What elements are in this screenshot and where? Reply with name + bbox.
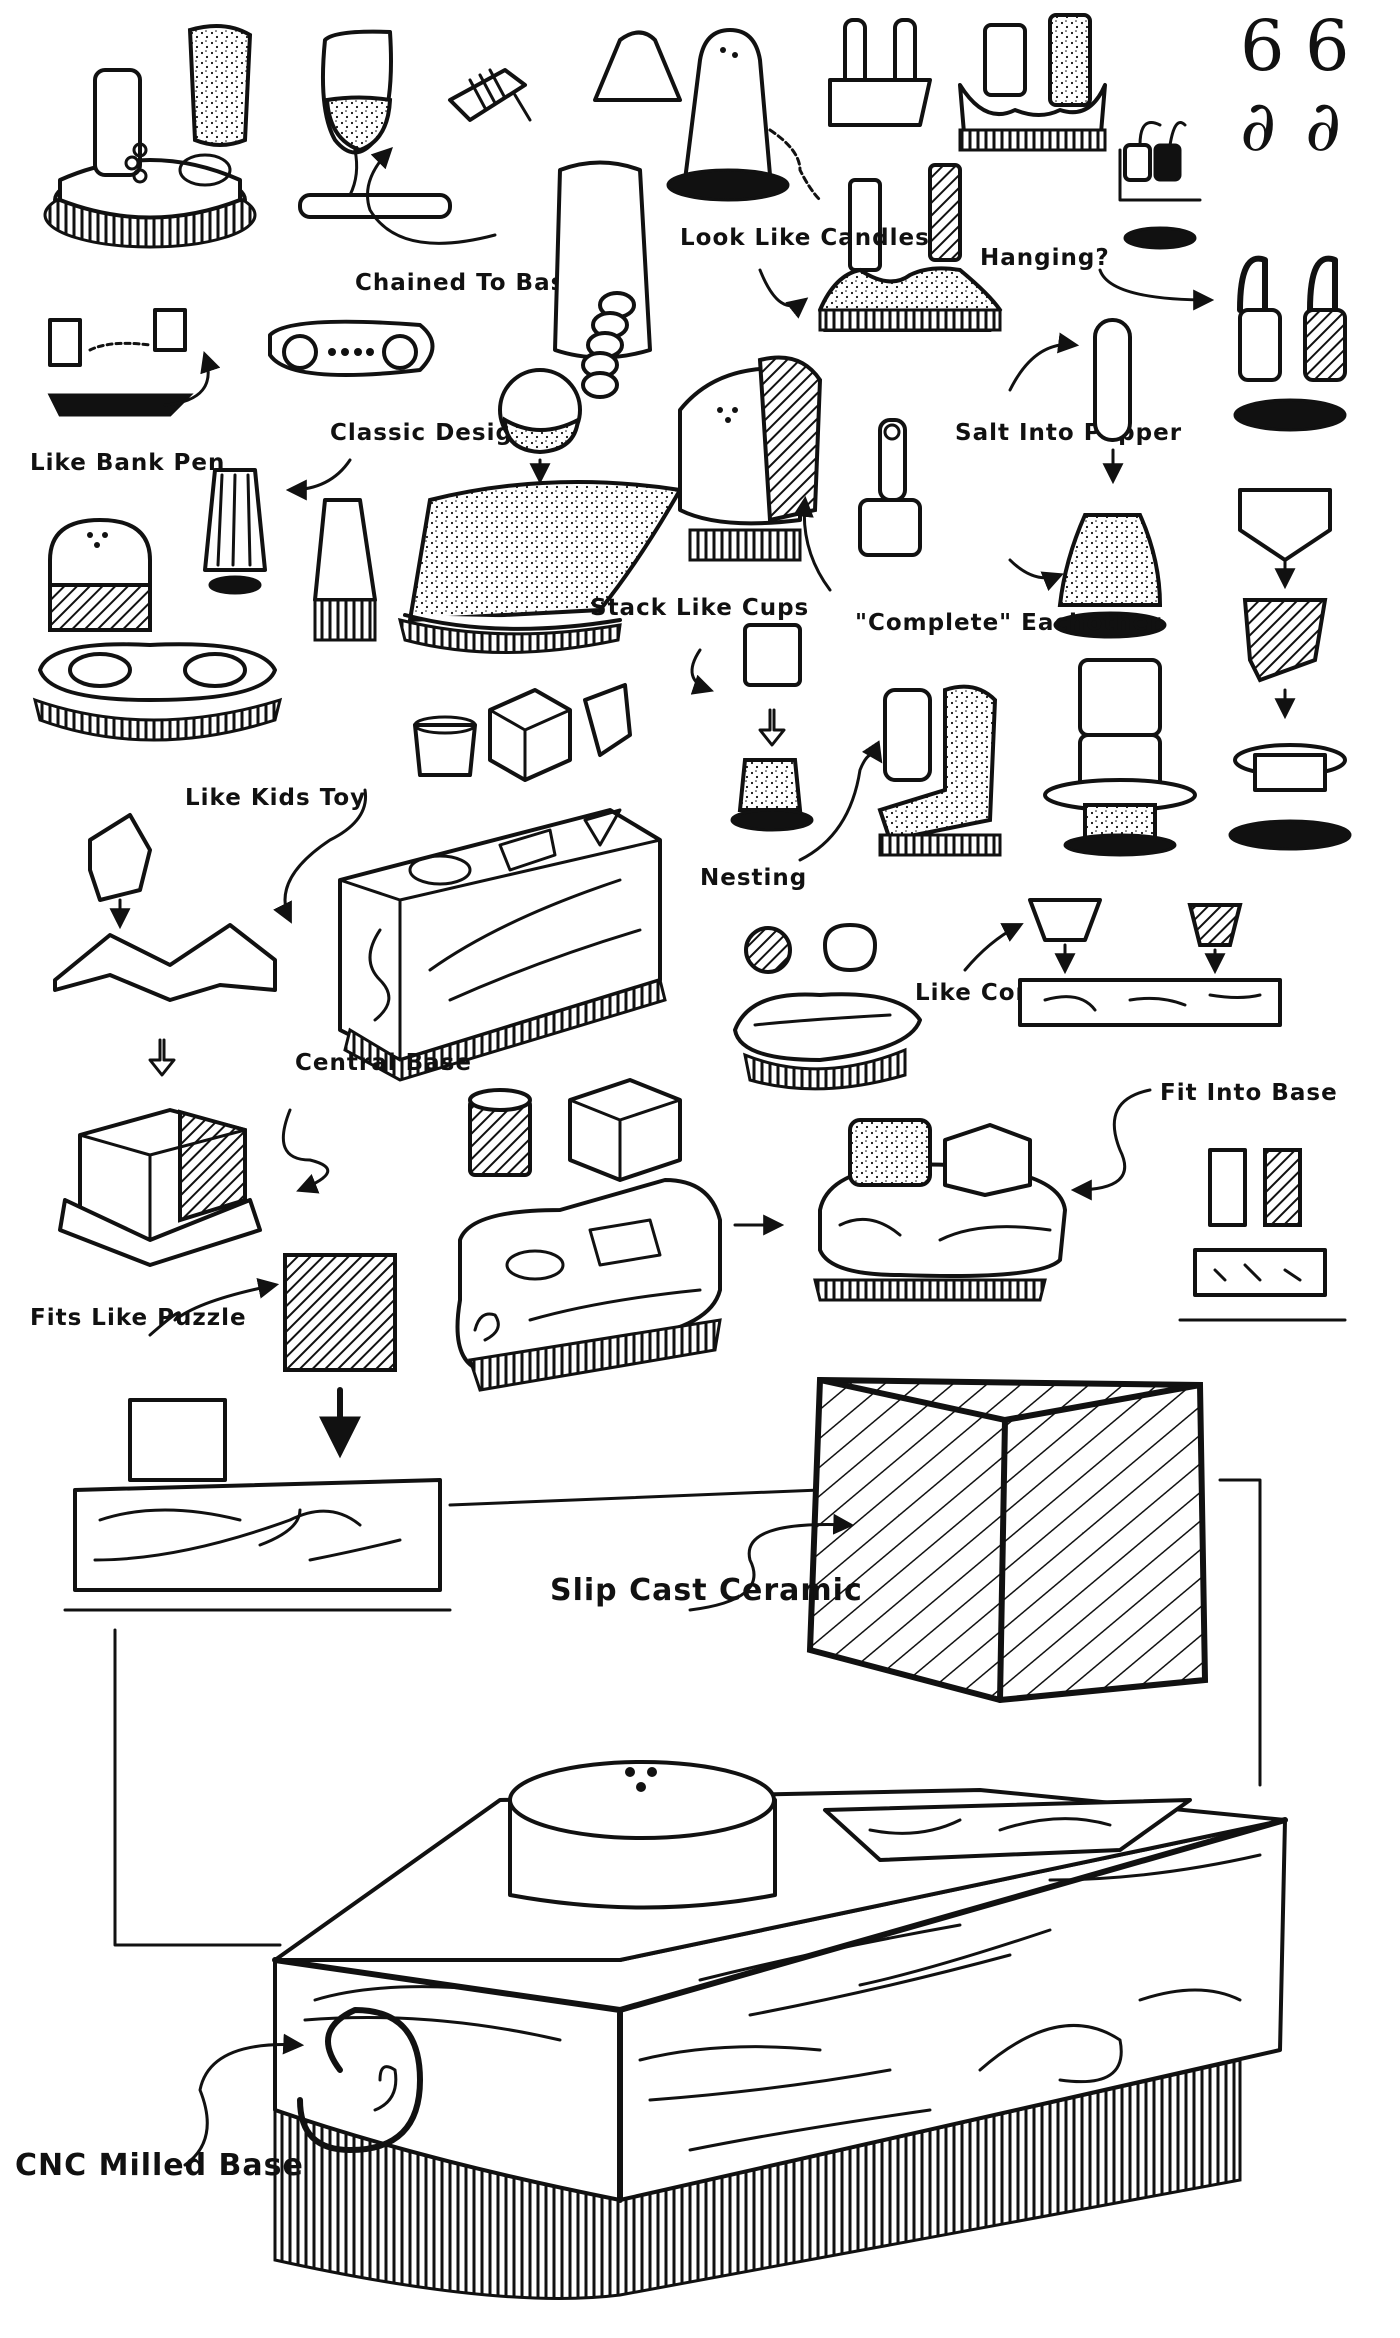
connector-lines bbox=[113, 1478, 1262, 1947]
key-shaker-sketch bbox=[858, 418, 922, 557]
slip-cast-ceramic-label: Slip Cast Ceramic bbox=[550, 1513, 863, 1612]
kids-toy-shape-sorter-sketch bbox=[338, 808, 667, 1082]
large-bowl-base-sketch bbox=[397, 480, 684, 654]
nesting-shakers-sketch bbox=[877, 684, 1002, 857]
oval-tray-sketch bbox=[268, 319, 435, 377]
cylinder-and-cube-sketch bbox=[468, 1078, 682, 1182]
hanging-label: Hanging? bbox=[980, 245, 1215, 311]
oval-two-cup-tray-sketch bbox=[32, 642, 283, 742]
look-like-candles-label: Look Like Candles bbox=[680, 225, 930, 319]
puzzle-piece-shaker-sketch bbox=[283, 1253, 397, 1459]
svg-text:Chained To Base: Chained To Base bbox=[355, 270, 582, 296]
chained-glass-sketch bbox=[298, 29, 452, 219]
chained-shakers-on-plate-sketch bbox=[43, 24, 257, 249]
log-base-with-slots-sketch bbox=[455, 1178, 722, 1392]
complete-eachother-label: "Complete" Eachother bbox=[792, 495, 1162, 636]
svg-text:∂: ∂ bbox=[1240, 85, 1276, 167]
svg-text:Central Base: Central Base bbox=[295, 1050, 472, 1076]
svg-text:Salt Into Pepper: Salt Into Pepper bbox=[955, 420, 1182, 446]
capsule-shaker-sketch bbox=[1093, 318, 1132, 485]
svg-text:Classic Design: Classic Design bbox=[330, 420, 530, 446]
nesting-label: Nesting bbox=[700, 740, 883, 891]
svg-text:Like Kids Toy: Like Kids Toy bbox=[185, 785, 366, 811]
svg-text:Fit Into Base: Fit Into Base bbox=[1160, 1080, 1338, 1106]
interlocking-shakers-sketch bbox=[678, 355, 823, 562]
roller-stamp-sketch bbox=[448, 68, 532, 122]
fits-like-puzzle-label: Fits Like Puzzle bbox=[30, 1278, 280, 1337]
svg-text:6: 6 bbox=[1240, 5, 1285, 87]
candle-shakers-sketch bbox=[817, 163, 1003, 332]
puzzle-base-sketch bbox=[63, 1398, 452, 1612]
fit-into-base-diagram bbox=[1178, 1148, 1347, 1322]
svg-text:Fits Like Puzzle: Fits Like Puzzle bbox=[30, 1305, 247, 1331]
tall-glass-with-beads-sketch bbox=[553, 160, 652, 399]
central-base-label: Central Base bbox=[281, 1050, 472, 1194]
svg-text:∂: ∂ bbox=[1305, 85, 1341, 167]
hanging-shakers-sketch bbox=[1233, 255, 1347, 432]
classic-tall-shaker-sketch bbox=[313, 498, 377, 642]
svg-text:Nesting: Nesting bbox=[700, 865, 807, 891]
half-dome-shaker-sketch bbox=[593, 30, 682, 102]
central-base-box-sketch bbox=[58, 1108, 262, 1267]
svg-text:Like Bank Pen: Like Bank Pen bbox=[30, 450, 225, 476]
shakers-in-bracket-sketch bbox=[958, 13, 1107, 152]
stacked-cylinder-sketch bbox=[1043, 658, 1197, 857]
pepper-vase-sketch bbox=[1053, 513, 1167, 639]
svg-text:Stack Like Cups: Stack Like Cups bbox=[590, 595, 809, 621]
two-cylinders-on-tray-sketch bbox=[828, 18, 932, 127]
salt-into-pepper-label: Salt Into Pepper bbox=[955, 332, 1182, 591]
tall-shaker-with-chain-sketch bbox=[666, 28, 822, 202]
stack-like-cups-label: Stack Like Cups bbox=[590, 595, 809, 695]
stacking-cups-sketch bbox=[730, 623, 814, 832]
like-kids-toy-label: Like Kids Toy bbox=[185, 785, 368, 924]
dome-shaker-sketch bbox=[48, 518, 152, 632]
bank-pen-style-sketch: Like Bank Pen bbox=[30, 308, 225, 476]
cork-shakers-sketch bbox=[733, 923, 922, 1091]
log-base-with-shakers-sketch bbox=[813, 1118, 1067, 1302]
classic-fluted-shaker-sketch bbox=[203, 468, 267, 595]
fit-into-base-label: Fit Into Base bbox=[1070, 1080, 1338, 1201]
classic-design-label: Classic Design bbox=[285, 420, 530, 501]
small-hanging-rack-sketch bbox=[1118, 121, 1202, 250]
svg-text:6: 6 bbox=[1305, 5, 1350, 87]
cnc-milled-base-final-sketch bbox=[272, 1760, 1288, 2300]
hook-shapes-sketch: 6 6 ∂ ∂ bbox=[1240, 5, 1350, 167]
svg-text:Look Like Candles: Look Like Candles bbox=[680, 225, 930, 251]
cnc-milled-base-label: CNC Milled Base bbox=[15, 2033, 305, 2183]
svg-text:"Complete" Eachother: "Complete" Eachother bbox=[855, 610, 1162, 636]
corks-into-base-sketch bbox=[1018, 898, 1282, 1027]
slip-cast-ceramic-cube-sketch bbox=[806, 1376, 1209, 1704]
sphere-shaker-sketch bbox=[498, 368, 582, 485]
svg-text:Slip Cast Ceramic: Slip Cast Ceramic bbox=[550, 1573, 863, 1608]
funnel-stack-sketch bbox=[1228, 488, 1352, 851]
chained-to-base-label: Chained To Base bbox=[355, 147, 582, 296]
folding-box-sketch bbox=[53, 813, 277, 1077]
svg-text:CNC Milled Base: CNC Milled Base bbox=[15, 2148, 304, 2183]
cup-cube-prism-shapes-sketch bbox=[413, 683, 632, 782]
svg-text:Hanging?: Hanging? bbox=[980, 245, 1110, 271]
